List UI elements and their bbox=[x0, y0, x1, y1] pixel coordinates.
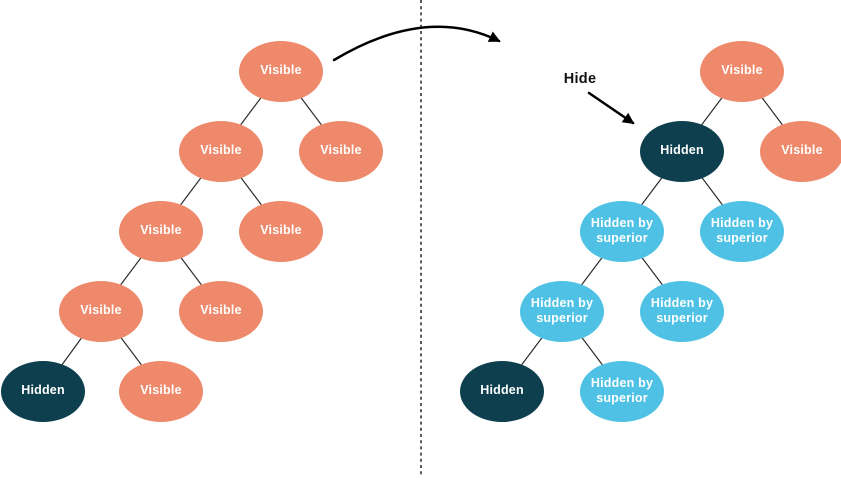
tree-node-label: Hidden by superior bbox=[530, 295, 594, 325]
tree-node-label: Visible bbox=[320, 143, 362, 158]
tree-node-label: Visible bbox=[140, 223, 182, 238]
tree-node-label: Visible bbox=[140, 383, 182, 398]
tree-node-label: Hidden by superior bbox=[590, 375, 654, 405]
hide-arrow bbox=[587, 91, 635, 125]
tree-node-visible: Visible bbox=[760, 120, 841, 182]
hide-annotation-label: Hide bbox=[563, 71, 597, 87]
tree-node-hidden: Hidden bbox=[460, 360, 544, 422]
tree-node-label: Hidden by superior bbox=[710, 215, 774, 245]
tree-node-hidden-by-superior: Hidden by superior bbox=[580, 360, 664, 422]
tree-node-label: Visible bbox=[721, 63, 763, 78]
tree-node-label: Hidden by superior bbox=[590, 215, 654, 245]
tree-node-visible: Visible bbox=[239, 200, 323, 262]
tree-node-label: Hidden bbox=[21, 383, 65, 398]
tree-node-label: Visible bbox=[80, 303, 122, 318]
tree-node-hidden: Hidden bbox=[1, 360, 85, 422]
tree-node-hidden-by-superior: Hidden by superior bbox=[640, 280, 724, 342]
tree-node-label: Visible bbox=[781, 143, 823, 158]
tree-node-hidden-by-superior: Hidden by superior bbox=[580, 200, 664, 262]
tree-node-label: Visible bbox=[260, 223, 302, 238]
tree-node-visible: Visible bbox=[119, 200, 203, 262]
tree-node-visible: Visible bbox=[299, 120, 383, 182]
transition-arrow bbox=[332, 25, 501, 62]
tree-node-visible: Visible bbox=[179, 120, 263, 182]
tree-node-visible: Visible bbox=[239, 40, 323, 102]
tree-node-visible: Visible bbox=[179, 280, 263, 342]
tree-node-label: Hidden bbox=[660, 143, 704, 158]
tree-node-label: Visible bbox=[200, 143, 242, 158]
tree-node-hidden: Hidden bbox=[640, 120, 724, 182]
tree-node-visible: Visible bbox=[59, 280, 143, 342]
tree-node-hidden-by-superior: Hidden by superior bbox=[520, 280, 604, 342]
tree-node-label: Visible bbox=[260, 63, 302, 78]
tree-node-label: Hidden by superior bbox=[650, 295, 714, 325]
tree-node-label: Hidden bbox=[480, 383, 524, 398]
tree-node-visible: Visible bbox=[700, 40, 784, 102]
tree-node-hidden-by-superior: Hidden by superior bbox=[700, 200, 784, 262]
tree-node-label: Visible bbox=[200, 303, 242, 318]
tree-node-visible: Visible bbox=[119, 360, 203, 422]
